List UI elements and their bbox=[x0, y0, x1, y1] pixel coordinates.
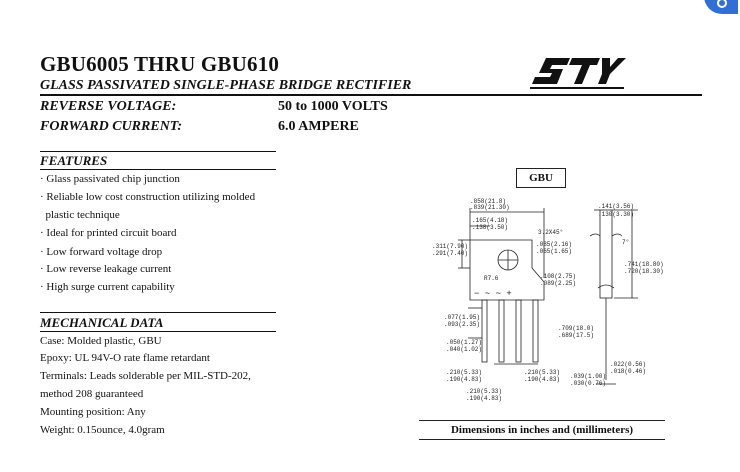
dim-label: R7.6 bbox=[484, 275, 499, 282]
lead bbox=[515, 299, 522, 363]
title-divider bbox=[40, 94, 702, 96]
mechanical-heading: MECHANICAL DATA bbox=[40, 315, 164, 330]
feature-item: · Low reverse leakage current bbox=[40, 263, 172, 275]
lead bbox=[481, 299, 488, 363]
user-icon bbox=[717, 0, 727, 8]
dim-label: .210(5.33) bbox=[466, 388, 502, 395]
lead bbox=[498, 299, 505, 363]
reverse-voltage-label: REVERSE VOLTAGE: bbox=[40, 99, 177, 114]
mechanical-bottom-rule bbox=[40, 331, 276, 332]
features-heading: FEATURES bbox=[40, 153, 108, 168]
angle-label: 7° bbox=[622, 239, 629, 246]
dimensions-caption: Dimensions in inches and (millimeters) bbox=[419, 420, 665, 440]
dim-label: .689(17.5) bbox=[558, 332, 594, 339]
dim-label: .190(4.83) bbox=[524, 376, 560, 383]
dim-label: .077(1.95) bbox=[444, 314, 480, 321]
feature-item: · Glass passivated chip junction bbox=[40, 173, 180, 185]
sty-logo bbox=[530, 58, 626, 89]
dim-label: .018(0.46) bbox=[610, 368, 646, 375]
dim-label: .108(2.75) bbox=[540, 273, 576, 280]
forward-current-label: FORWARD CURRENT: bbox=[40, 119, 182, 134]
dim-label: .190(4.83) bbox=[466, 395, 502, 402]
dim-label: .065(1.65) bbox=[536, 248, 572, 255]
feature-item: · Ideal for printed circuit board bbox=[40, 227, 177, 239]
page-subtitle: GLASS PASSIVATED SINGLE-PHASE BRIDGE REC… bbox=[40, 78, 412, 93]
dim-label: .093(2.35) bbox=[444, 321, 480, 328]
features-bottom-rule bbox=[40, 169, 276, 170]
dim-label: .720(18.30) bbox=[624, 268, 664, 275]
page-title: GBU6005 THRU GBU610 bbox=[40, 52, 280, 76]
gbu-package-drawing: .858(21.8) .839(21.30) .165(4.18) .138(3… bbox=[432, 198, 664, 402]
dim-label: .311(7.90) bbox=[432, 243, 468, 250]
dim-label: .050(1.27) bbox=[446, 339, 482, 346]
reverse-voltage-value: 50 to 1000 VOLTS bbox=[278, 99, 388, 114]
package-label: GBU bbox=[516, 168, 566, 188]
dim-label: .022(0.56) bbox=[610, 361, 646, 368]
mechanical-item: Weight: 0.15ounce, 4.0gram bbox=[40, 424, 165, 436]
dim-label: .141(3.56) bbox=[598, 203, 634, 210]
feature-item: plastic technique bbox=[40, 209, 120, 221]
dim-label: .130(3.30) bbox=[598, 211, 634, 218]
dim-label: .709(18.0) bbox=[558, 325, 594, 332]
forward-current-value: 6.0 AMPERE bbox=[278, 119, 359, 134]
mechanical-item: method 208 guaranteed bbox=[40, 388, 144, 400]
dim-label: .210(5.33) bbox=[524, 369, 560, 376]
feature-item: · High surge current capability bbox=[40, 281, 175, 293]
dim-label: 3.2X45° bbox=[538, 229, 563, 236]
feature-item: · Low forward voltage drop bbox=[40, 246, 163, 258]
dim-label: .741(18.80) bbox=[624, 261, 664, 268]
dim-label: .030(0.76) bbox=[570, 380, 606, 387]
dim-label: .210(5.33) bbox=[446, 369, 482, 376]
pin-labels: − ~ ~ + bbox=[474, 289, 512, 299]
mechanical-item: Terminals: Leads solderable per MIL-STD-… bbox=[40, 370, 251, 382]
dim-label: .039(1.00) bbox=[570, 373, 606, 380]
dim-label: .089(2.25) bbox=[540, 280, 576, 287]
lead bbox=[532, 299, 539, 363]
dim-label: .085(2.16) bbox=[536, 241, 572, 248]
dim-label: .040(1.02) bbox=[446, 346, 482, 353]
dim-label: .839(21.30) bbox=[470, 204, 510, 211]
feature-item: · Reliable low cost construction utilizi… bbox=[40, 191, 256, 203]
package-body-outline bbox=[469, 239, 545, 301]
mechanical-item: Epoxy: UL 94V-O rate flame retardant bbox=[40, 352, 210, 364]
mechanical-item: Mounting position: Any bbox=[40, 406, 146, 418]
mechanical-top-rule bbox=[40, 312, 276, 313]
dim-label: .138(3.50) bbox=[472, 224, 508, 231]
features-top-rule bbox=[40, 151, 276, 152]
mechanical-item: Case: Molded plastic, GBU bbox=[40, 335, 162, 347]
dim-label: .165(4.18) bbox=[472, 217, 508, 224]
dim-label: .291(7.40) bbox=[432, 250, 468, 257]
dim-label: .858(21.8) bbox=[470, 198, 506, 205]
dim-label: .190(4.83) bbox=[446, 376, 482, 383]
